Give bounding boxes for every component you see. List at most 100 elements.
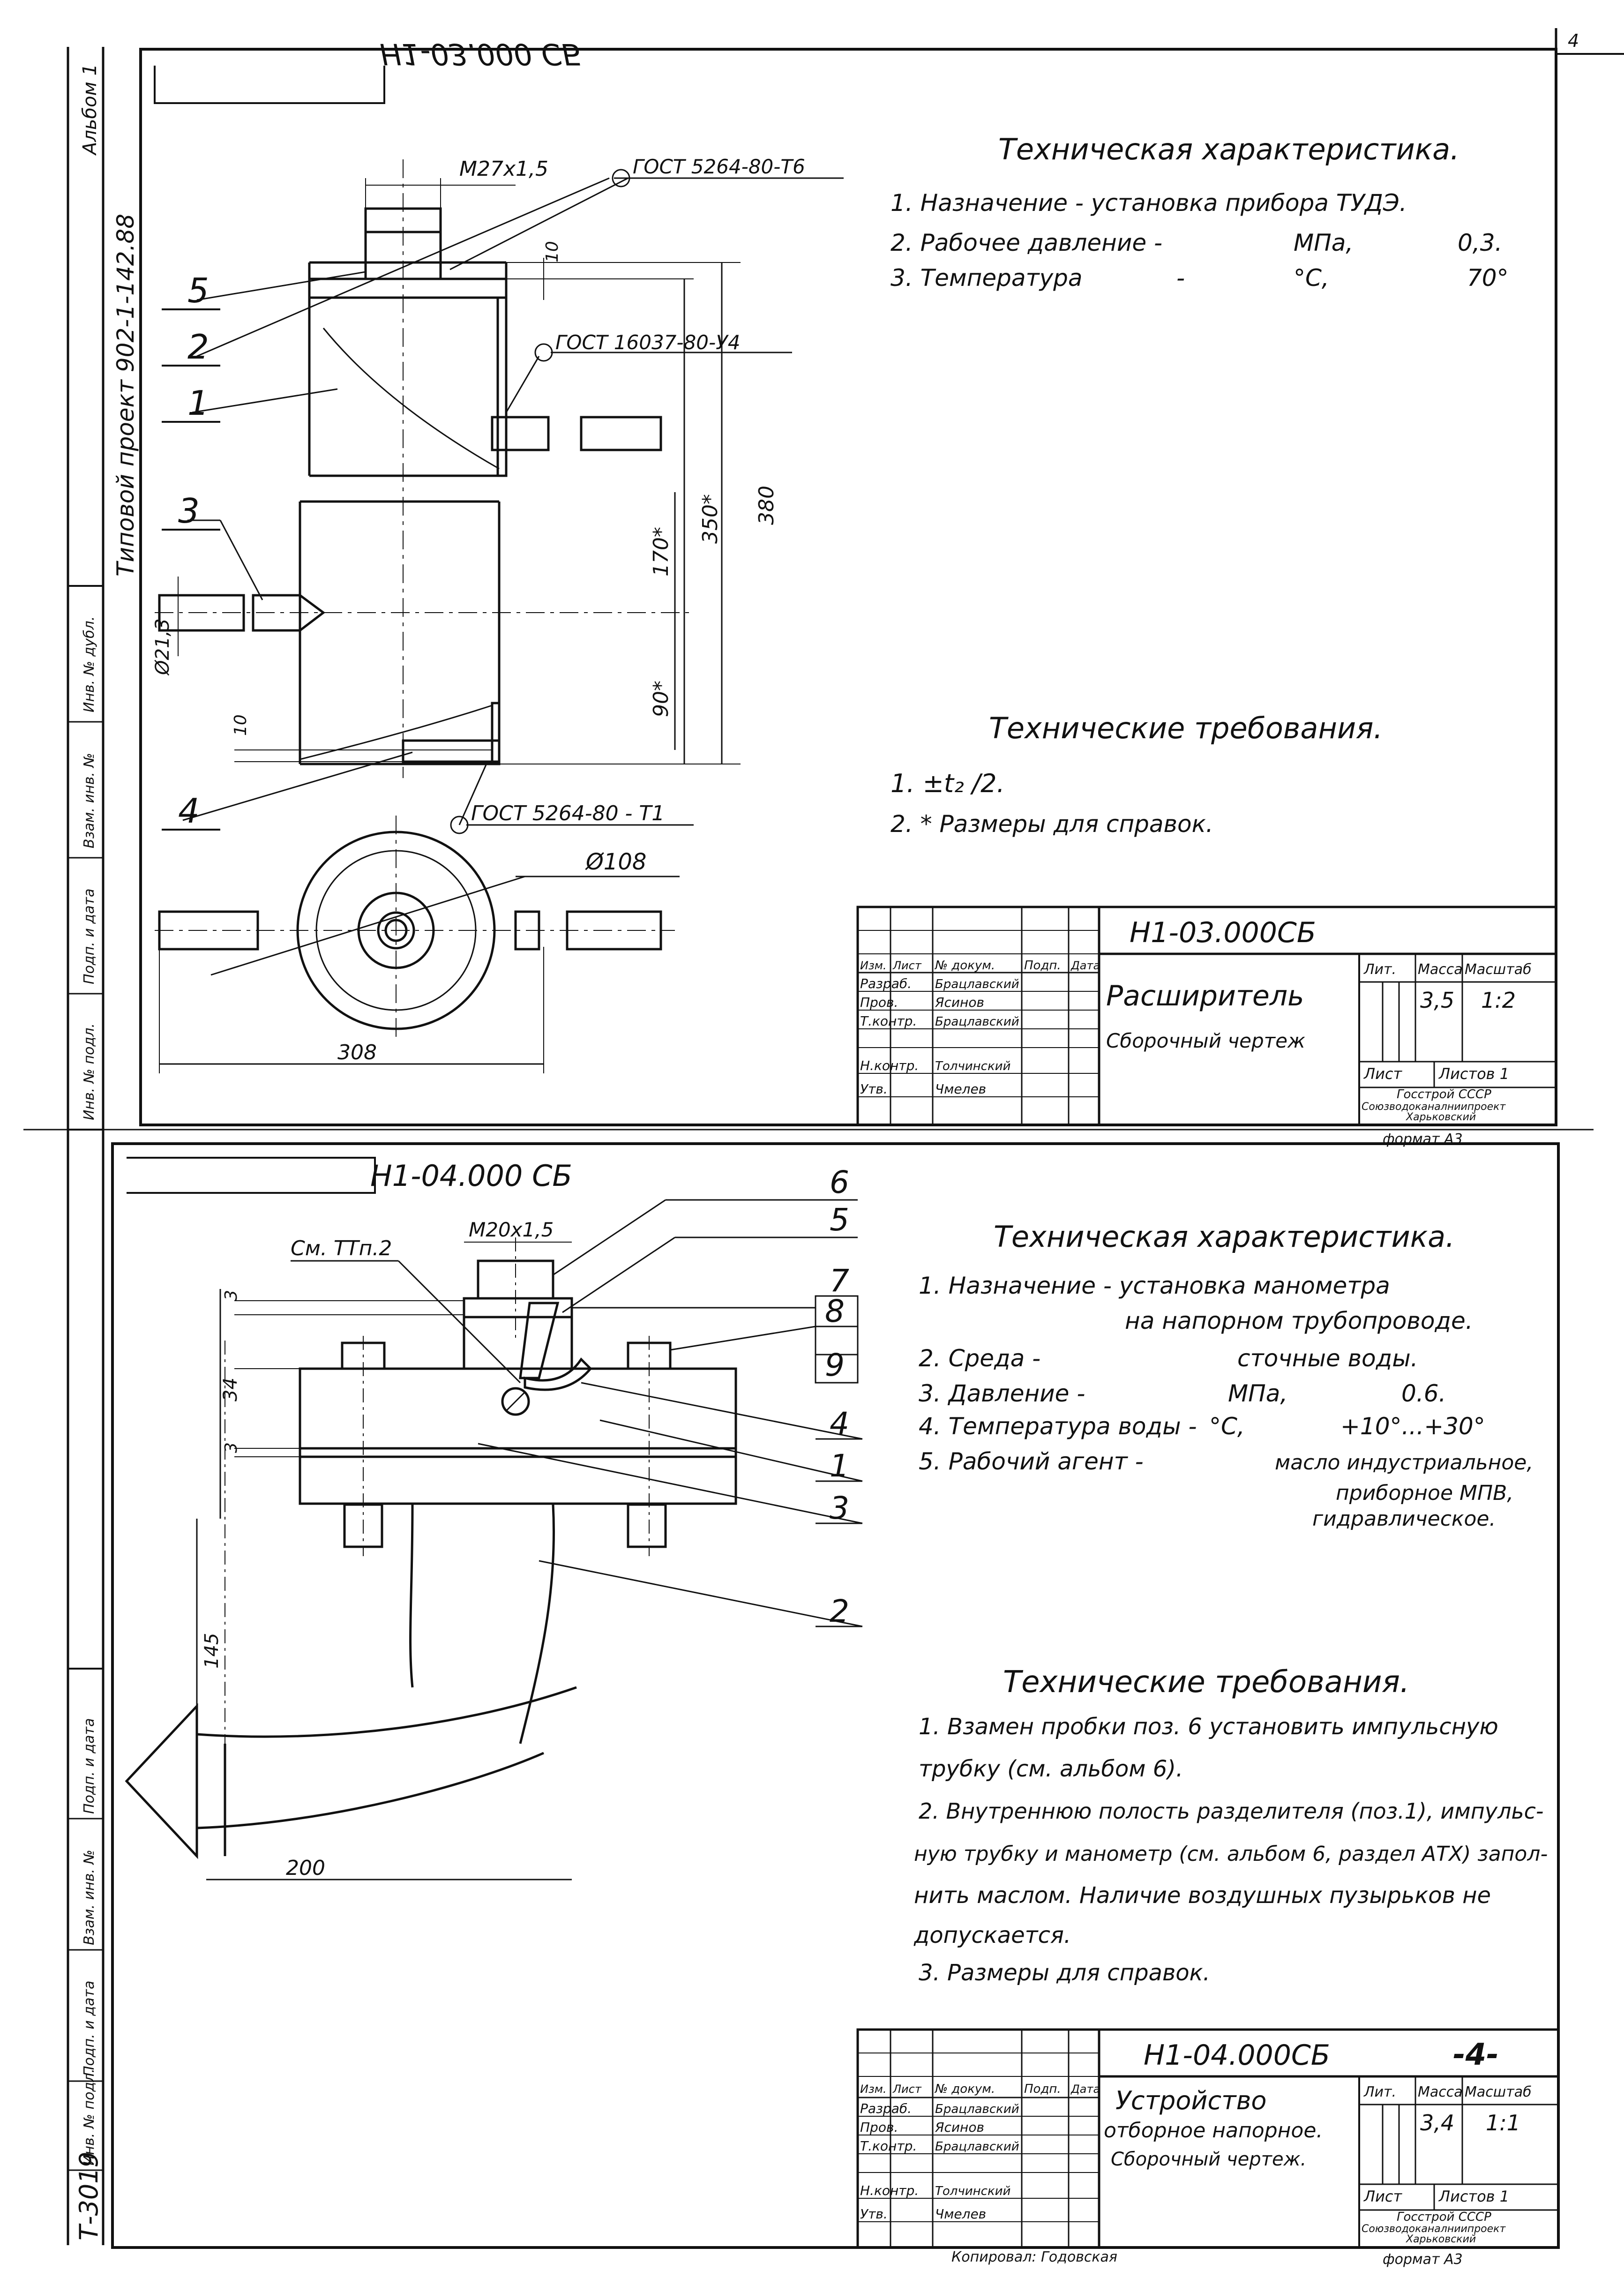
sheet2-tb-name-b: отборное напорное.: [1104, 2119, 1323, 2143]
sheet1-dim-90: 90*: [649, 681, 673, 717]
sheet2-tech-char-line5-b: приборное МПВ,: [1336, 1481, 1513, 1505]
sheet2-tech-char-line1a: 1. Назначение - установка манометра: [919, 1272, 1390, 1299]
sheet1-tb-mass-h: Масса: [1418, 961, 1463, 978]
stamp-cell-4: Инв. № дубл.: [81, 616, 97, 712]
sheet2-pos-5: 5: [830, 1202, 849, 1238]
sheet1-tech-char-line3-dash: -: [1176, 264, 1185, 292]
sheet2-tb-scale: 1:1: [1486, 2110, 1520, 2135]
sheet2-tb-role-1: Разраб.: [860, 2101, 912, 2116]
sheet2-dim-3-mid: 3: [222, 1442, 241, 1453]
sheet2-dim-200: 200: [286, 1856, 325, 1880]
sheet1-tb-code: H1-03.000СБ: [1130, 916, 1316, 949]
sheet2-tb-org2: Союзводоканалниипроект: [1362, 2223, 1506, 2235]
sheet1-tb-h-doc: № докум.: [934, 959, 995, 973]
sheet2-tb-org3: Харьковский: [1406, 2233, 1476, 2245]
sheet-2: H1-04.000 СБ: [23, 1129, 1594, 2268]
sheet1-tech-req: Технические требования. 1. ±t₂ /2. 2. * …: [891, 711, 1383, 838]
sheet2-tech-char-line5-c: гидравлическое.: [1312, 1507, 1496, 1531]
sheet1-dim-10-bottom: 10: [231, 714, 250, 736]
stamp-cell-1: Инв. № подл.: [81, 1023, 97, 1120]
sheet2-tb-h-date: Дата: [1070, 2083, 1100, 2096]
sheet2-pos-3: 3: [830, 1490, 849, 1526]
sheet1-tb-role-3: Т.контр.: [860, 1013, 917, 1029]
sheet2-tb-page-mark: -4-: [1453, 2038, 1499, 2072]
sheet2-pos-6: 6: [830, 1164, 849, 1200]
sheet1-tech-char-line3-unit: °С,: [1294, 264, 1329, 292]
project-label: Типовой проект 902-1-142.88: [112, 214, 139, 577]
sheet1-tb-subtitle: Сборочный чертеж: [1106, 1029, 1305, 1052]
sheet1-tb-scale: 1:2: [1481, 988, 1516, 1013]
sheet1-tb-h-date: Дата: [1070, 959, 1100, 972]
stamp-cell-1b: Инв. № подл.: [81, 2068, 97, 2165]
sheet1-tb-sheet: Лист: [1363, 1065, 1402, 1083]
sheet2-pos-1: 1: [830, 1448, 849, 1484]
stamp-cell-3: Взам. инв. №: [81, 753, 97, 848]
sheet1-tb-h-list: Лист: [892, 959, 922, 972]
sheet1-tb-person-2: Ясинов: [935, 995, 984, 1010]
expander-drawing: [155, 159, 844, 1073]
sheet2-tb-scale-h: Масштаб: [1465, 2084, 1532, 2100]
sheet1-dim-170: 170*: [649, 527, 673, 577]
sheet-1: H1-03.000 СБ: [139, 37, 1557, 1147]
sheet2-tech-char-line4-label: 4. Температура воды -: [919, 1413, 1197, 1440]
sheet1-tech-char-line2-unit: МПа,: [1294, 229, 1353, 256]
sheet2-dim-34: 34: [220, 1378, 241, 1401]
sheet1-gost-mid: ГОСТ 16037-80-У4: [555, 331, 740, 354]
sheet2-pos-9: 9: [825, 1347, 845, 1383]
sheet1-dim-308: 308: [337, 1041, 377, 1064]
sheet2-tb-code: H1-04.000СБ: [1144, 2039, 1330, 2072]
sheet1-tech-char-line1: 1. Назначение - установка прибора ТУДЭ.: [891, 189, 1407, 217]
sheet1-tb-sheets: Листов 1: [1438, 1065, 1509, 1083]
sheet2-tb-format: формат А3: [1383, 2251, 1463, 2268]
pressure-device-drawing: [125, 1199, 863, 1880]
sheet2-pos-4: 4: [830, 1406, 849, 1442]
sheet2-tech-char-title: Техническая характеристика.: [994, 1220, 1455, 1254]
sheet2-tb-person-2: Ясинов: [935, 2120, 984, 2135]
sheet2-tech-char-line2-value: сточные воды.: [1237, 1345, 1418, 1372]
sheet2-tech-char-line3-unit: МПа,: [1228, 1380, 1287, 1407]
sheet2-tb-mass-h: Масса: [1418, 2084, 1463, 2100]
stamp-cell-5b: Подп. и дата: [81, 1718, 97, 1814]
sheet2-tech-req-l2d: допускается.: [913, 1922, 1071, 1948]
sheet2-tb-role-2: Пров.: [860, 2120, 898, 2135]
copied-by: Копировал: Годовская: [951, 2249, 1117, 2265]
sheet2-tech-req-l2a: 2. Внутреннюю полость разделителя (поз.1…: [919, 1798, 1544, 1824]
sheet1-dim-380: 380: [755, 486, 778, 525]
sheet1-tech-req-line2: 2. * Размеры для справок.: [891, 810, 1213, 838]
sheet1-tb-h-izm: Изм.: [860, 959, 886, 972]
sheet2-tb-mass: 3,4: [1420, 2110, 1454, 2135]
sheet1-tb-role-6: Утв.: [860, 1081, 888, 1097]
sheet2-thread-label: M20x1,5: [469, 1218, 554, 1241]
sheet2-tech-char-line2-label: 2. Среда -: [919, 1345, 1040, 1372]
sheet2-tb-name-a: Устройство: [1115, 2086, 1266, 2115]
sheet1-tech-char-line3-value: 70°: [1467, 264, 1509, 292]
sheet2-mirrored-code: H1-04.000 СБ: [370, 1159, 572, 1193]
sheet2-tb-subtitle: Сборочный чертеж.: [1111, 2149, 1306, 2170]
sheet1-tb-org2: Союзводоканалниипроект: [1362, 1101, 1506, 1113]
sheet1-pos-1: 1: [187, 383, 209, 423]
sheet1-tb-lit: Лит.: [1363, 961, 1396, 978]
sheet1-pos-3: 3: [178, 491, 200, 531]
sheet2-tech-req-l2b: ную трубку и манометр (см. альбом 6, раз…: [914, 1842, 1548, 1866]
sheet2-tb-h-list: Лист: [892, 2083, 922, 2096]
stamp-cell-3b: Взам. инв. №: [81, 1850, 97, 1945]
sheet1-tech-char-line3-label: 3. Температура: [891, 264, 1083, 292]
stamp-cell-2b: Подп. и дата: [81, 1981, 97, 2076]
sheet1-tb-person-3: Брацлавский: [935, 1015, 1019, 1029]
sheet2-tb-sheets: Листов 1: [1438, 2188, 1509, 2205]
sheet2-tech-char-line3-label: 3. Давление -: [919, 1380, 1085, 1407]
sheet1-gost-bottom: ГОСТ 5264-80 - Т1: [471, 802, 665, 825]
album-label: Альбом 1: [79, 64, 101, 156]
sheet1-tech-req-title: Технические требования.: [989, 711, 1383, 745]
sheet2-tech-req-l1a: 1. Взамен пробки поз. 6 установить импул…: [919, 1714, 1498, 1740]
sheet2-tech-char-line3-value: 0.6.: [1401, 1380, 1446, 1407]
sheet2-pos-2: 2: [830, 1593, 849, 1629]
sheet2-tech-char-line1b: на напорном трубопроводе.: [1125, 1307, 1473, 1334]
sheet1-dim-d21: Ø21,3: [152, 618, 173, 676]
sheet2-tb-org1: Госстрой СССР: [1397, 2210, 1491, 2224]
sheet1-tb-org1: Госстрой СССР: [1397, 1087, 1491, 1101]
sheet1-tb-person-6: Чмелев: [935, 1081, 986, 1097]
sheet2-pos-8: 8: [825, 1293, 845, 1329]
sheet1-mirrored-code: H1-03.000 СБ: [380, 37, 582, 71]
sheet2-see-note: См. ТТп.2: [291, 1236, 392, 1260]
